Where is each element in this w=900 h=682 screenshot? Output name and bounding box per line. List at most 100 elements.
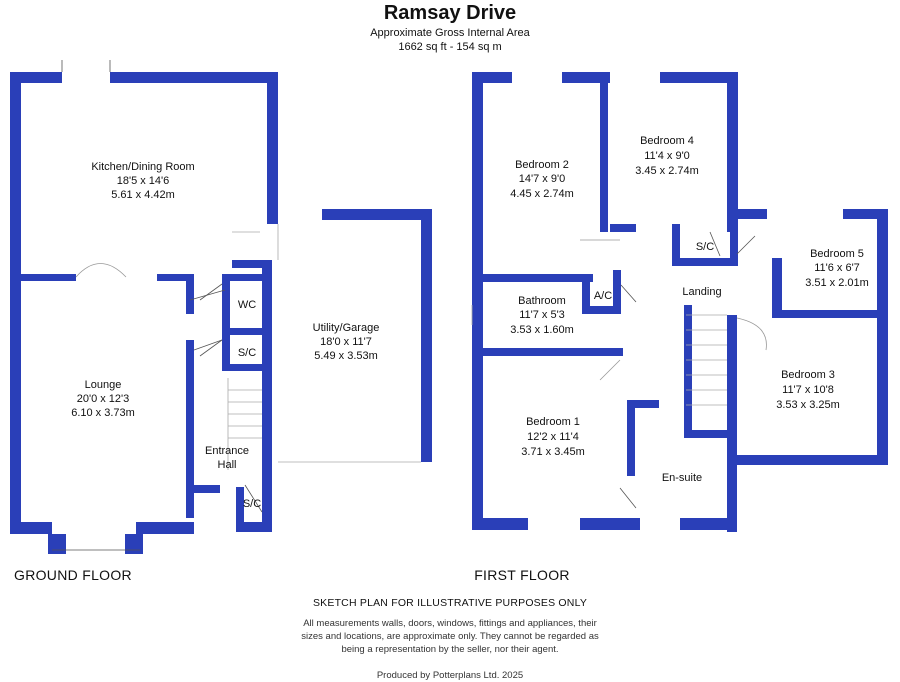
wall-gf-left (10, 72, 21, 530)
wall-gf-sc2-left (236, 487, 244, 530)
wall-ff-stair-left (684, 305, 692, 435)
wall-gf-sc-bottom (222, 364, 267, 371)
wall-ff-sc-bottom (672, 258, 738, 266)
wall-gf-utility-right (421, 209, 432, 462)
bed3-door-arc (736, 317, 767, 351)
walls (10, 72, 888, 554)
wall-ff-top-1 (472, 72, 512, 83)
wall-ff-ensuite-left (627, 400, 635, 476)
disclaimer-body: All measurements walls, doors, windows, … (250, 617, 650, 656)
wall-gf-lounge-right (186, 340, 194, 518)
kitchen-door-arc (75, 263, 127, 278)
wall-ff-bottom-2 (580, 518, 640, 530)
bathroom-name: Bathroom (518, 295, 566, 307)
kitchen-french-doors (61, 60, 111, 72)
disclaimer-line-2: sizes and locations, are approximate onl… (301, 631, 599, 642)
sc2-name: S/C (243, 498, 261, 510)
bedroom3-imperial: 11'7 x 10'8 (782, 384, 834, 396)
wall-gf-wc-left (222, 274, 230, 364)
wall-ff-bed4-right (727, 72, 738, 232)
utility-metric: 5.49 x 3.53m (314, 350, 378, 362)
ground-floor-label: GROUND FLOOR (14, 567, 132, 583)
lounge-imperial: 20'0 x 12'3 (77, 393, 130, 405)
gf-door-leaves (189, 289, 226, 351)
bedroom1-imperial: 12'2 x 11'4 (527, 431, 579, 443)
ff-misc-lines (580, 239, 621, 381)
bathroom-imperial: 11'7 x 5'3 (519, 309, 565, 321)
wall-gf-bottom-right (136, 522, 194, 534)
wall-ff-ac-left (582, 276, 590, 312)
bedroom4-imperial: 11'4 x 9'0 (644, 150, 690, 162)
wall-ff-bed5-top-right (843, 209, 888, 219)
plan-subtitle: Approximate Gross Internal Area (370, 27, 530, 39)
fittings (52, 60, 767, 551)
bathroom-metric: 3.53 x 1.60m (510, 324, 574, 336)
wall-ff-ac-bottom (582, 306, 616, 314)
bedroom5-name: Bedroom 5 (810, 248, 864, 260)
ff-stairs (686, 314, 727, 406)
room-labels: Kitchen/Dining Room 18'5 x 14'6 5.61 x 4… (14, 135, 869, 583)
disclaimer-line-1: All measurements walls, doors, windows, … (303, 618, 597, 629)
wall-ff-bed5-left (772, 258, 782, 314)
first-floor-label: FIRST FLOOR (474, 567, 570, 583)
bedroom4-name: Bedroom 4 (640, 135, 694, 147)
hall-name-1: Entrance (205, 445, 249, 457)
kitchen-name: Kitchen/Dining Room (91, 161, 194, 173)
disclaimer-title: SKETCH PLAN FOR ILLUSTRATIVE PURPOSES ON… (312, 597, 588, 609)
wall-ff-ensuite-right (727, 432, 737, 532)
disclaimer-line-3: being a representation by the seller, no… (341, 644, 559, 655)
wall-ff-top-3 (660, 72, 738, 83)
wall-gf-top-left (10, 72, 62, 83)
wall-gf-sc2-bottom (236, 522, 272, 532)
bedroom1-metric: 3.71 x 3.45m (521, 446, 585, 458)
wall-ff-ensuite-top (627, 400, 659, 408)
wall-ff-bed3-bottom (727, 455, 888, 465)
bedroom3-name: Bedroom 3 (781, 369, 835, 381)
lounge-name: Lounge (85, 379, 122, 391)
wall-ff-bed5-bottom (772, 310, 888, 318)
bedroom2-metric: 4.45 x 2.74m (510, 188, 574, 200)
wall-gf-lounge-right-top (186, 274, 194, 314)
wall-gf-divider-right (157, 274, 190, 281)
wall-gf-hall-bottom (194, 485, 220, 493)
wall-ff-right (877, 209, 888, 461)
wall-ff-bath-top (483, 274, 593, 282)
wall-gf-bay-right (125, 534, 143, 554)
bedroom1-name: Bedroom 1 (526, 416, 580, 428)
bedroom5-imperial: 11'6 x 6'7 (814, 262, 860, 274)
landing-name: Landing (682, 286, 721, 298)
wall-ff-left (472, 72, 483, 530)
utility-outline (232, 224, 421, 463)
wall-ff-sc-right (730, 224, 738, 264)
wall-gf-hall-right (262, 268, 272, 530)
wall-gf-wc-bottom (222, 328, 267, 335)
ff-door-leaves (619, 231, 756, 509)
lounge-metric: 6.10 x 3.73m (71, 407, 135, 419)
plan-title: Ramsay Drive (383, 2, 517, 24)
sc1-name: S/C (238, 347, 256, 359)
utility-imperial: 18'0 x 11'7 (320, 336, 372, 348)
hall-name-2: Hall (218, 459, 237, 471)
produced-by: Produced by Potterplans Ltd. 2025 (376, 670, 524, 681)
wall-gf-wc-top (222, 274, 267, 281)
wall-ff-bottom-1 (472, 518, 528, 530)
wall-gf-utility-top (322, 209, 432, 220)
bedroom5-metric: 3.51 x 2.01m (805, 277, 869, 289)
bedroom4-metric: 3.45 x 2.74m (635, 165, 699, 177)
wall-ff-sc-left (672, 224, 680, 264)
ac-name: A/C (594, 290, 612, 302)
kitchen-imperial: 18'5 x 14'6 (117, 175, 170, 187)
wall-ff-top-2 (562, 72, 610, 83)
wall-gf-top-right (110, 72, 278, 83)
gf-stairs (227, 378, 262, 470)
wall-ff-bath-bottom (483, 348, 623, 356)
wall-ff-bed5-top-left (727, 209, 767, 219)
ensuite-name: En-suite (662, 472, 702, 484)
wall-gf-bay-left (48, 534, 66, 554)
wall-ff-bottom-3 (680, 518, 737, 530)
wall-ff-bed2-bed4 (600, 72, 608, 232)
wall-gf-divider-left (21, 274, 76, 281)
bedroom2-imperial: 14'7 x 9'0 (519, 173, 565, 185)
gf-door-lines (199, 283, 223, 357)
ff-sc-name: S/C (696, 241, 714, 253)
